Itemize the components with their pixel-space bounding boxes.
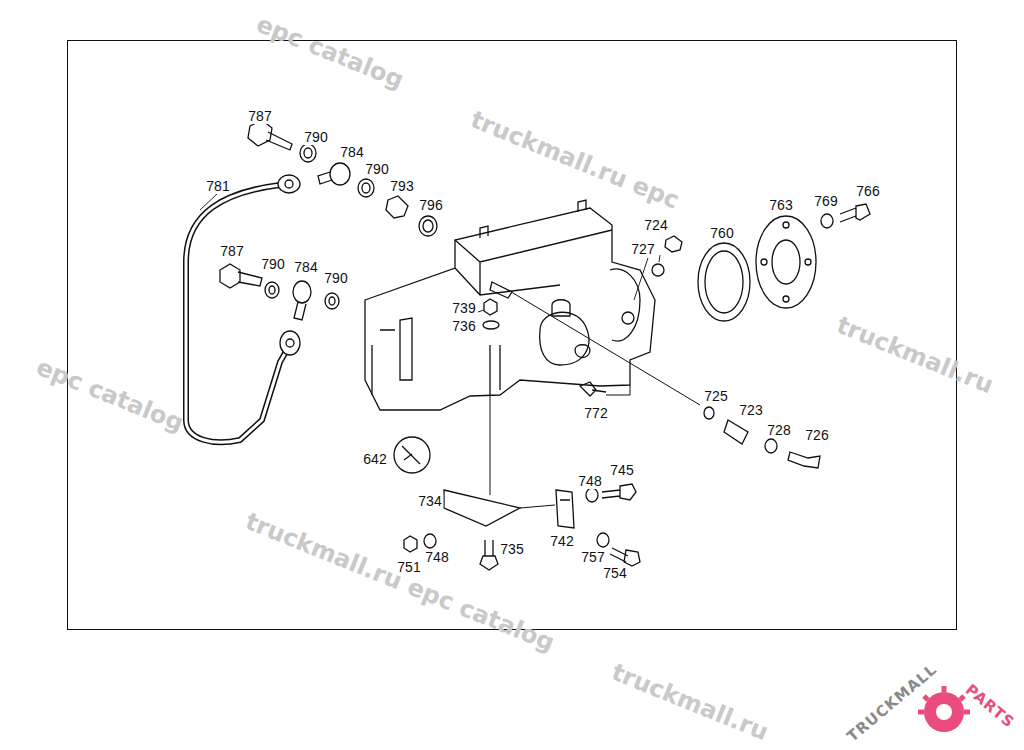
callout-number: 745 <box>608 462 635 478</box>
callout-number: 790 <box>259 256 286 272</box>
watermark: truckmall.ru epc catalog <box>241 507 558 657</box>
callout-number: 736 <box>450 318 477 334</box>
callout-number: 790 <box>322 270 349 286</box>
callout-number: 748 <box>423 549 450 565</box>
callout-number: 766 <box>854 183 881 199</box>
callout-number: 769 <box>812 193 839 209</box>
watermark: epc catalog <box>252 10 407 94</box>
logo-text: PARTS <box>962 680 1018 731</box>
callout-number: 739 <box>450 300 477 316</box>
callout-number: 725 <box>702 388 729 404</box>
callout-number: 772 <box>582 405 609 421</box>
callout-number: 790 <box>363 161 390 177</box>
callout-number: 763 <box>767 197 794 213</box>
callout-number: 748 <box>576 473 603 489</box>
callout-number: 787 <box>246 108 273 124</box>
callout-number: 754 <box>601 565 628 581</box>
callout-number: 726 <box>803 427 830 443</box>
callout-number: 790 <box>302 129 329 145</box>
callout-number: 735 <box>498 541 525 557</box>
callout-number: 796 <box>417 197 444 213</box>
callout-number: 757 <box>579 549 606 565</box>
callout-number: 734 <box>416 493 443 509</box>
callout-number: 723 <box>737 402 764 418</box>
callout-number: 742 <box>548 533 575 549</box>
callout-number: 727 <box>629 241 656 257</box>
callout-number: 793 <box>388 178 415 194</box>
watermark: truckmall.ru epc <box>467 105 684 214</box>
watermark: truckmall.ru <box>608 658 773 746</box>
callout-number: 787 <box>218 243 245 259</box>
callout-number: 784 <box>338 144 365 160</box>
logo-text: TRUCKMALL <box>844 661 941 746</box>
watermark: truckmall.ru <box>833 311 998 399</box>
callout-number: 728 <box>765 422 792 438</box>
watermark: epc catalog <box>32 353 187 437</box>
callout-number: 760 <box>708 225 735 241</box>
callout-number: 784 <box>292 259 319 275</box>
callout-number: 724 <box>642 217 669 233</box>
callout-number: 781 <box>204 178 231 194</box>
callout-number: 642 <box>361 451 388 467</box>
